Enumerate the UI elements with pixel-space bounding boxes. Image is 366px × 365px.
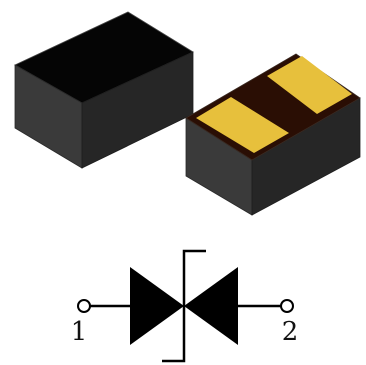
package-body-plain: [14, 11, 194, 169]
pin-right-label: 2: [282, 317, 299, 347]
diode-triangle-left: [130, 267, 184, 345]
pin-left-terminal: [77, 299, 91, 313]
gold-pad-right: [267, 56, 352, 114]
cathode-bar: [162, 249, 206, 363]
tvs-diode-symbol: 1 2: [71, 249, 299, 363]
package-body-with-pads: [185, 53, 361, 216]
diode-triangle-right: [184, 267, 238, 345]
pin-left-label: 1: [71, 317, 88, 347]
pin-right-terminal: [280, 299, 294, 313]
gold-pad-left: [196, 97, 289, 153]
